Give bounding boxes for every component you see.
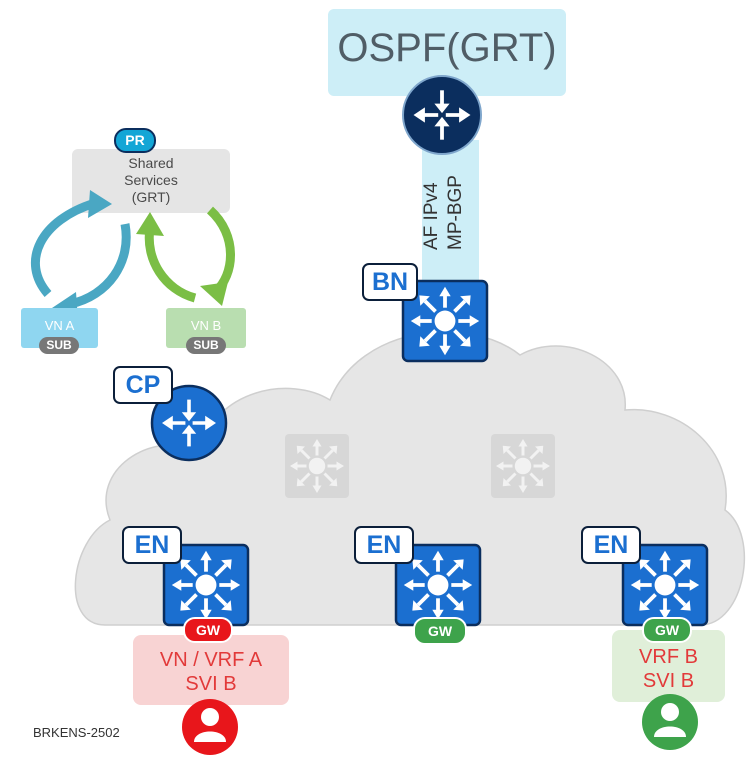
cp-router-icon — [150, 384, 228, 462]
vrf-a-label: VN / VRF A SVI B — [133, 648, 289, 696]
vrf-b-label: VRF B SVI B — [612, 645, 725, 693]
bn-switch-icon — [401, 279, 489, 363]
shared-services-box — [72, 149, 230, 213]
vn-a-sub-badge: SUB — [39, 337, 79, 354]
vn-b-label: VN B — [190, 318, 222, 333]
vrf-b-line2: SVI B — [642, 670, 695, 692]
user-red-icon — [182, 699, 238, 755]
vn-a-cycle-arrows — [30, 198, 131, 309]
gw-middle-badge: GW — [413, 617, 467, 645]
footer-code: BRKENS-2502 — [33, 725, 120, 740]
gw-right-badge: GW — [642, 617, 692, 643]
vrf-b-line1: VRF B — [639, 646, 698, 668]
vn-b-box — [166, 308, 246, 348]
vn-a-box — [21, 308, 98, 348]
vrf-a-line1: VN / VRF A — [159, 649, 263, 671]
link-label-line1: AF IPv4 — [421, 182, 442, 250]
en-middle-badge: EN — [354, 526, 414, 564]
ospf-label: OSPF(GRT) — [337, 26, 557, 70]
vn-a-label: VN A — [44, 318, 75, 333]
vn-b-sub-badge: SUB — [186, 337, 226, 354]
vrf-a-box — [133, 635, 289, 705]
vrf-a-line2: SVI B — [185, 673, 237, 695]
shared-services-label: Shared Services (GRT) — [72, 155, 230, 206]
vrf-b-box — [612, 630, 725, 702]
gw-left-badge: GW — [183, 617, 233, 643]
shared-line3: (GRT) — [131, 189, 171, 205]
intermediate-switch-icon — [285, 434, 349, 498]
user-green-icon — [642, 694, 698, 750]
vn-b-arrowheads — [136, 212, 228, 306]
bn-badge: BN — [362, 263, 418, 301]
en-right-badge: EN — [581, 526, 641, 564]
pr-badge: PR — [114, 128, 156, 153]
shared-line1: Shared — [128, 155, 174, 171]
ospf-box — [328, 9, 566, 96]
link-label: AF IPv4 MP-BGP — [420, 80, 472, 250]
bgp-link — [422, 140, 479, 290]
link-label-line2: MP-BGP — [445, 175, 466, 250]
cp-badge: CP — [113, 366, 173, 404]
shared-line2: Services — [124, 172, 178, 188]
intermediate-switch-icon — [491, 434, 555, 498]
ospf-router-icon — [402, 75, 482, 155]
en-left-badge: EN — [122, 526, 182, 564]
